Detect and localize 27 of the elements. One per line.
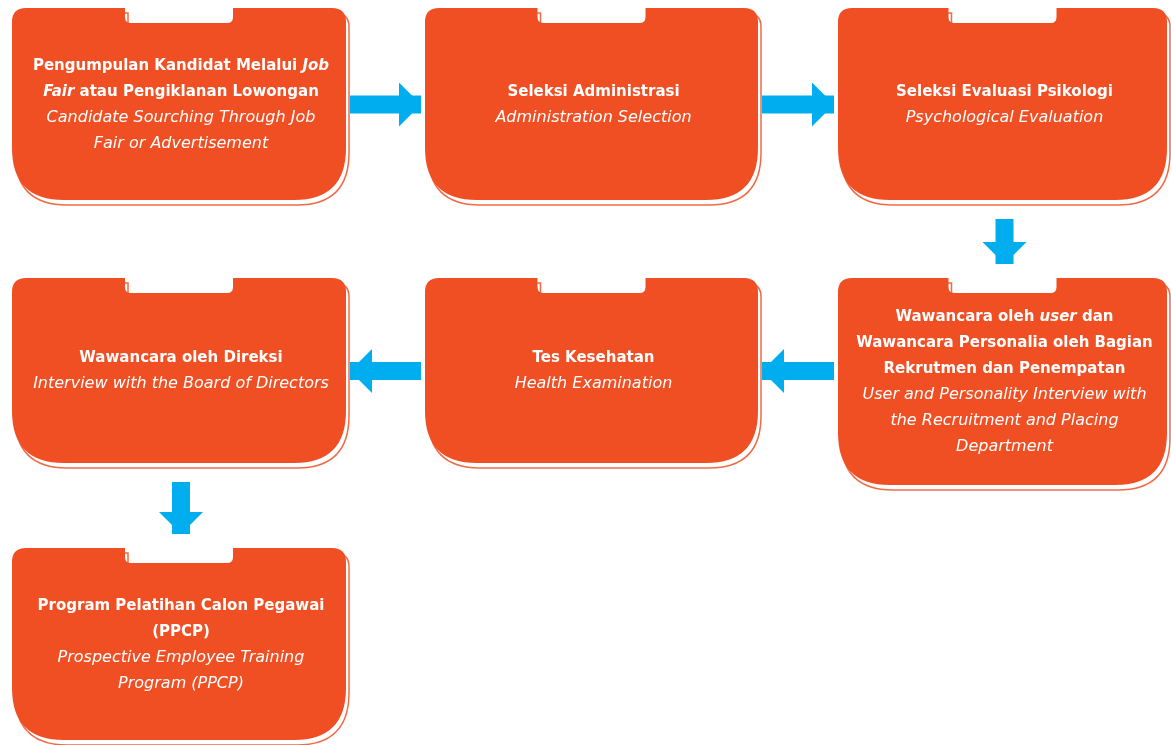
step-title: Pengumpulan Kandidat Melalui Job Fair atau Pengiklanan Lowongan <box>31 54 331 102</box>
step-subtitle: Interview with the Board of Directors <box>33 372 329 394</box>
step-title: Wawancara oleh user dan Wawancara Personalia oleh Bagian Rekrutmen dan Penempatan <box>856 306 1153 379</box>
arrow <box>350 82 421 127</box>
arrow <box>159 482 203 534</box>
step-subtitle: Candidate Sourching Through Job Fair or Advertisement <box>45 105 317 154</box>
arrow <box>982 219 1027 264</box>
step-subtitle: Prospective Employee Training Program (PPCP) <box>56 645 306 694</box>
step-title: Wawancara oleh Direksi <box>79 347 283 368</box>
step-title: Seleksi Evaluasi Psikologi <box>896 80 1113 102</box>
arrow <box>762 82 834 127</box>
process-box <box>838 278 1171 490</box>
process-box <box>12 8 350 205</box>
process-box <box>838 8 1171 205</box>
step-title: Program Pelatihan Calon Pegawai (PPCP) <box>36 594 326 642</box>
step-subtitle: Psychological Evaluation <box>905 105 1104 128</box>
step-title: Seleksi Administrasi <box>507 80 680 102</box>
step-subtitle: User and Personality Interview with the Recruitment and Placing Department <box>861 383 1148 457</box>
process-box <box>425 278 762 468</box>
process-box <box>12 278 350 468</box>
process-box <box>12 548 350 745</box>
process-box <box>425 8 762 205</box>
step-subtitle: Health Examination <box>514 372 673 394</box>
arrow <box>762 349 834 393</box>
step-subtitle: Administration Selection <box>495 105 692 128</box>
step-title: Tes Kesehatan <box>532 347 655 368</box>
arrow <box>350 349 421 393</box>
